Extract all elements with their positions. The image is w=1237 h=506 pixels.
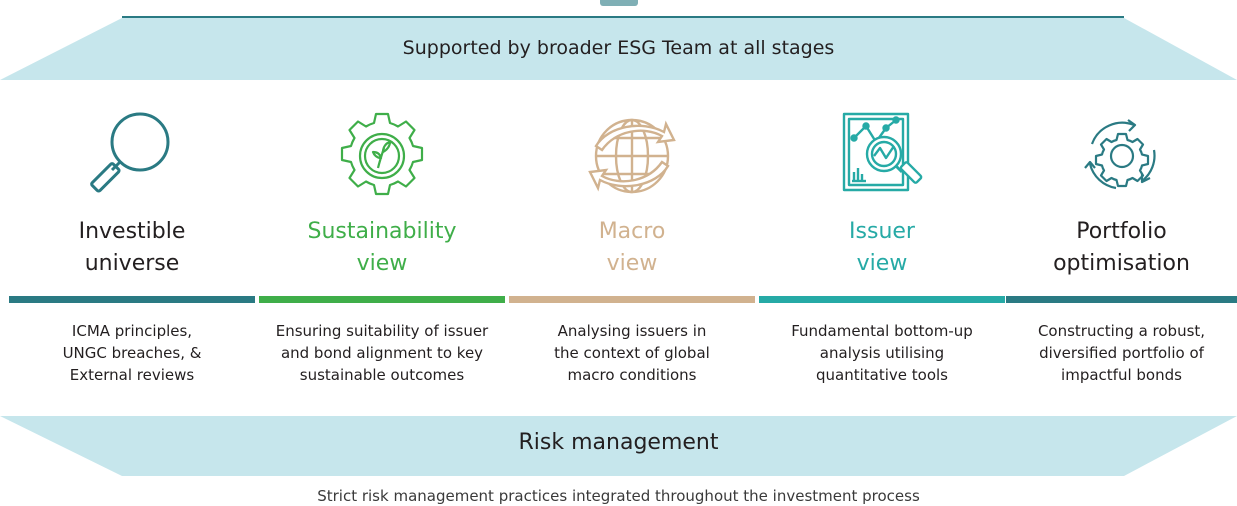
magnifier-icon <box>90 112 170 193</box>
stage-description-line: Ensuring suitability of issuer <box>275 322 489 340</box>
stage-title: Portfolio optimisation <box>1006 216 1237 280</box>
stage-color-bar <box>759 296 1005 303</box>
stage-title: Sustainability view <box>259 216 505 280</box>
stage-portfolio-optimisation: Portfolio optimisation Constructing a ro… <box>1006 106 1237 406</box>
stage-title-line: Macro <box>598 219 666 244</box>
stage-description: Fundamental bottom-up analysis utilising… <box>759 320 1005 386</box>
stage-description-line: Analysing issuers in <box>557 322 707 340</box>
stage-description: Analysing issuers in the context of glob… <box>509 320 755 386</box>
stage-description: Constructing a robust, diversified portf… <box>1006 320 1237 386</box>
stage-title-line: Investible <box>78 219 186 244</box>
stage-title-line: view <box>606 251 658 276</box>
stage-description-line: Constructing a robust, <box>1037 322 1206 340</box>
risk-management-note: Strict risk management practices integra… <box>317 487 920 505</box>
stage-description-line: macro conditions <box>567 366 697 384</box>
stage-title-line: Portfolio <box>1076 219 1167 244</box>
stage-description-line: quantitative tools <box>816 366 948 384</box>
stage-description-line: the context of global <box>554 344 710 362</box>
stage-color-bar <box>259 296 505 303</box>
stage-title-line: Issuer <box>849 219 915 244</box>
risk-management-title: Risk management <box>518 430 719 455</box>
stage-title: Issuer view <box>759 216 1005 280</box>
stage-issuer-view: Issuer view Fundamental bottom-up analys… <box>759 106 1005 406</box>
stage-title-line: view <box>856 251 908 276</box>
stage-description-line: impactful bonds <box>1061 366 1182 384</box>
stage-title: Macro view <box>509 216 755 280</box>
stage-description-line: sustainable outcomes <box>299 366 465 384</box>
stage-title-line: view <box>356 251 408 276</box>
stage-color-bar <box>1006 296 1237 303</box>
top-divider-line <box>122 16 1124 18</box>
top-connector-mark <box>600 0 638 6</box>
bottom-banner-shape <box>0 416 1237 476</box>
stage-title: Investible universe <box>9 216 255 280</box>
stage-description: ICMA principles, UNGC breaches, & Extern… <box>9 320 255 386</box>
stage-description-line: analysis utilising <box>819 344 945 362</box>
stage-title-line: optimisation <box>1053 251 1190 276</box>
stage-title-line: universe <box>84 251 180 276</box>
stage-color-bar <box>509 296 755 303</box>
gear-sprout-icon <box>340 112 424 196</box>
globe-arrows-icon <box>588 118 676 194</box>
stage-sustainability-view: Sustainability view Ensuring suitability… <box>259 106 505 406</box>
top-banner-text: Supported by broader ESG Team at all sta… <box>402 37 835 59</box>
gear-cycle-icon <box>1084 119 1156 190</box>
stage-title-line: Sustainability <box>307 219 457 244</box>
stage-description: Ensuring suitability of issuer and bond … <box>259 320 505 386</box>
stage-description-line: and bond alignment to key <box>280 344 484 362</box>
stage-description-line: External reviews <box>69 366 195 384</box>
stage-macro-view: Macro view Analysing issuers in the cont… <box>509 106 755 406</box>
stage-investible-universe: Investible universe ICMA principles, UNG… <box>9 106 255 406</box>
stage-description-line: Fundamental bottom-up <box>791 322 973 340</box>
stage-color-bar <box>9 296 255 303</box>
top-banner-shape <box>0 18 1237 80</box>
stage-description-line: diversified portfolio of <box>1039 344 1204 362</box>
stage-description-line: UNGC breaches, & <box>62 344 202 362</box>
chart-magnifier-icon <box>842 112 923 192</box>
stage-description-line: ICMA principles, <box>71 322 193 340</box>
